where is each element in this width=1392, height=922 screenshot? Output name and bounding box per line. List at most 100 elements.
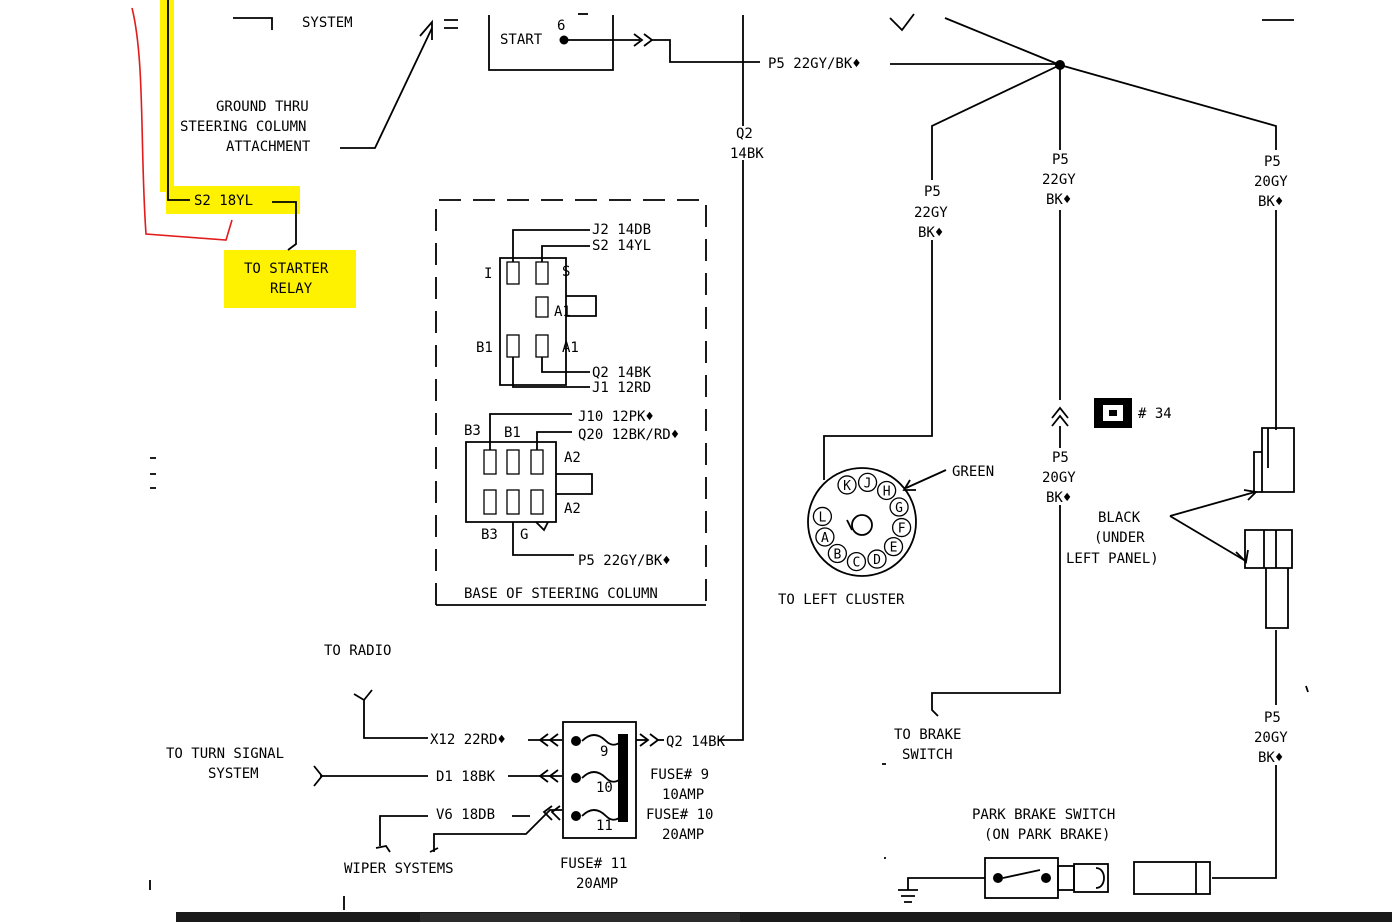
label-starter-1: TO STARTER <box>244 261 329 277</box>
label-fuse-num-11: 11 <box>596 818 613 834</box>
label-g-pin: G <box>520 527 528 543</box>
cluster-pin-ring <box>876 480 897 501</box>
cluster-pin-label: F <box>898 522 906 537</box>
label-base-column: BASE OF STEERING COLUMN <box>464 586 658 602</box>
label-p5-bot-a: P5 <box>1264 710 1281 726</box>
label-j10: J10 12PK♦ <box>578 409 654 425</box>
label-fuse11-b: 20AMP <box>576 876 618 892</box>
cluster-pin-label: B <box>833 548 841 563</box>
label-fuse9-a: FUSE# 9 <box>650 767 709 783</box>
park-brake-switch <box>898 857 1211 903</box>
cluster-pin-ring <box>812 506 833 527</box>
label-p5-20-b: 20GY <box>1042 470 1076 486</box>
label-turn-1: TO TURN SIGNAL <box>166 746 284 762</box>
cluster-pin-label: J <box>864 476 872 491</box>
label-p5-right-c: BK♦ <box>1258 194 1283 210</box>
label-starter-2: RELAY <box>270 281 313 297</box>
label-fuse11-a: FUSE# 11 <box>560 856 627 872</box>
label-p5-mid-a: P5 <box>1052 152 1069 168</box>
label-q2-a: Q2 <box>736 126 753 142</box>
cluster-pin-label: E <box>890 541 898 556</box>
fuse-left-wires <box>313 689 562 853</box>
label-x12: X12 22RD♦ <box>430 732 506 748</box>
label-pin-i: I <box>484 266 492 282</box>
label-left-cluster: TO LEFT CLUSTER <box>778 592 905 608</box>
label-d1: D1 18BK <box>436 769 496 785</box>
label-s2-14: S2 14YL <box>592 238 651 254</box>
label-fuse9-b: 10AMP <box>662 787 704 803</box>
cluster-pin-ring <box>889 497 909 517</box>
label-park-1: PARK BRAKE SWITCH <box>972 807 1115 823</box>
label-a2-bot: A2 <box>564 501 581 517</box>
label-b1-top: B1 <box>504 425 521 441</box>
label-fuse-num-9: 9 <box>600 744 608 760</box>
ignition-connector-top <box>499 229 597 388</box>
label-start-pin: 6 <box>557 18 565 34</box>
red-annotation <box>131 7 233 241</box>
connector-34-icon <box>1094 398 1132 428</box>
q2-wire <box>718 15 744 741</box>
label-a2-top: A2 <box>564 450 581 466</box>
ignition-connector-bottom <box>465 413 593 556</box>
start-box <box>488 13 760 71</box>
cluster-pin-ring <box>857 472 878 493</box>
label-q2-fuse: Q2 14BK <box>666 734 726 750</box>
cluster-pin-label: A <box>821 531 829 546</box>
label-pin-a1: A1 <box>562 340 579 356</box>
label-b3-top: B3 <box>464 423 481 439</box>
label-green: GREEN <box>952 464 994 480</box>
label-ground-2: STEERING COLUMN <box>180 119 306 135</box>
cluster-pin-ring <box>883 536 904 557</box>
label-start: START <box>500 32 543 48</box>
label-pin-b1: B1 <box>476 340 493 356</box>
label-p5-20-a: P5 <box>1052 450 1069 466</box>
label-p5-mid-b: 22GY <box>1042 172 1076 188</box>
cluster-pin-label: L <box>818 510 826 525</box>
label-s2-wire: S2 18YL <box>194 193 253 209</box>
label-p5-mid-c: BK♦ <box>1046 192 1071 208</box>
cluster-pin-label: C <box>853 556 861 571</box>
cluster-pin-label: H <box>883 484 891 499</box>
cluster-pin-ring <box>891 517 912 538</box>
label-p5-box: P5 22GY/BK♦ <box>578 553 671 569</box>
label-q2-14bk: Q2 14BK <box>592 365 652 381</box>
label-q20: Q20 12BK/RD♦ <box>578 427 679 443</box>
p5-junction <box>823 13 1277 879</box>
cluster-pin-ring <box>867 549 887 569</box>
label-p5-right-b: 20GY <box>1254 174 1288 190</box>
label-wiper: WIPER SYSTEMS <box>344 861 454 877</box>
label-system-top: SYSTEM <box>302 15 353 31</box>
label-fuse10-a: FUSE# 10 <box>646 807 713 823</box>
label-park-2: (ON PARK BRAKE) <box>984 827 1110 843</box>
label-v6: V6 18DB <box>436 807 495 823</box>
label-ground-1: GROUND THRU <box>216 99 309 115</box>
cluster-pin-ring <box>837 475 857 495</box>
bottom-toolbar-strip <box>176 912 1392 922</box>
label-brake-2: SWITCH <box>902 747 953 763</box>
fuse-block <box>562 721 664 839</box>
label-p5-right-a: P5 <box>1264 154 1281 170</box>
black-connector <box>1169 427 1295 629</box>
cluster-pin-label: G <box>895 501 903 516</box>
label-black-3: LEFT PANEL) <box>1066 551 1159 567</box>
label-p5-top: P5 22GY/BK♦ <box>768 56 861 72</box>
cluster-pin-ring <box>846 551 867 572</box>
cluster-pin-label: K <box>843 479 851 494</box>
label-connector-34: # 34 <box>1138 406 1172 422</box>
label-b3-bot: B3 <box>481 527 498 543</box>
label-ground-3: ATTACHMENT <box>226 139 311 155</box>
label-fuse-num-10: 10 <box>596 780 613 796</box>
label-p5-bot-b: 20GY <box>1254 730 1288 746</box>
stray-marks <box>149 19 1309 910</box>
label-p5-left-a: P5 <box>924 184 941 200</box>
label-pin-a1-top: A1 <box>554 304 571 320</box>
label-j2: J2 14DB <box>592 222 651 238</box>
label-q2-b: 14BK <box>730 146 764 162</box>
label-p5-left-c: BK♦ <box>918 225 943 241</box>
label-brake-1: TO BRAKE <box>894 727 961 743</box>
label-p5-bot-c: BK♦ <box>1258 750 1283 766</box>
label-p5-20-c: BK♦ <box>1046 490 1071 506</box>
label-p5-left-b: 22GY <box>914 205 948 221</box>
